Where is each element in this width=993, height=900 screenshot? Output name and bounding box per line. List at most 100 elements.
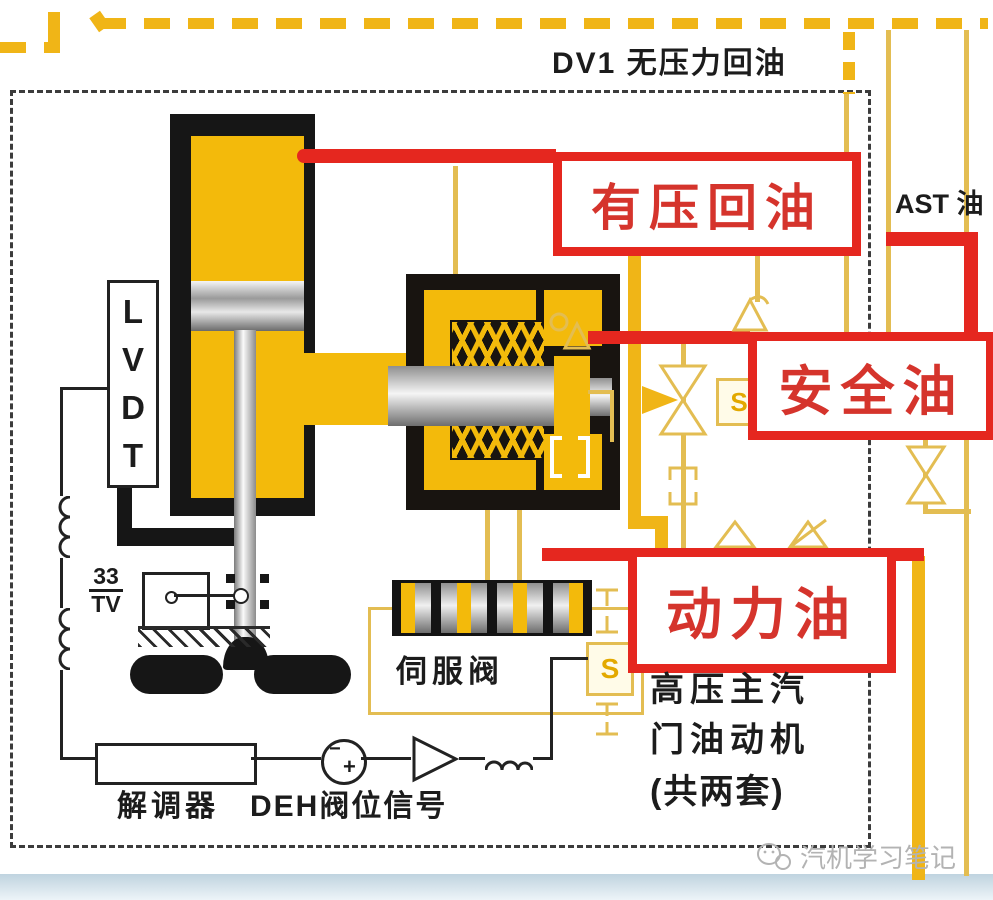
pilot-passage [424, 460, 536, 490]
coil-icon [58, 608, 71, 670]
safety-oil-label-box: 安全油 [748, 332, 993, 440]
limit-switch-number: 33 [89, 564, 123, 592]
lvdt-sensor: L V D T [107, 280, 159, 488]
demodulator-label: 解调器 [117, 790, 219, 823]
limit-switch-link [174, 594, 236, 597]
ast-oil-line-h [886, 232, 978, 246]
pilot-spool-stub [590, 378, 612, 416]
demodulator-box [95, 743, 257, 785]
pilot-passage [424, 290, 536, 320]
ast-oil-label: AST 油 [895, 189, 984, 219]
ground-hatch [138, 626, 270, 647]
pressurized-return-label-box: 有压回油 [553, 152, 861, 256]
check-valve-icon [549, 312, 592, 350]
summing-minus: − [329, 738, 341, 760]
actuator-note-line2: 门油动机 [650, 721, 810, 759]
watermark: 汽机学习笔记 [756, 838, 956, 875]
servo-solenoid-box: S [586, 642, 634, 696]
lvdt-wire-bottom [60, 757, 98, 760]
pilot-spool [388, 366, 560, 426]
limit-switch-pivot [165, 591, 178, 604]
actuator-note-line3: (共两套) [650, 773, 785, 811]
lvdt-letter: L [122, 293, 144, 330]
relief-valve-icon-2 [787, 518, 829, 549]
pilot-spool-cap [554, 356, 590, 436]
pilot-out-pipe-v [610, 390, 614, 442]
dv1-pipe-drop [843, 32, 855, 94]
summing-junction [321, 739, 367, 785]
piston [191, 281, 304, 331]
power-oil-drop-pipe [912, 556, 925, 880]
coil-icon [58, 496, 71, 558]
enclosure-border [10, 90, 871, 848]
signal-wire-2 [361, 757, 411, 760]
valve-lever-right [254, 655, 351, 694]
rod-tab [260, 600, 269, 609]
rod-tab [260, 574, 269, 583]
rod-tab [226, 574, 235, 583]
pressurized-return-label: 有压回油 [591, 180, 823, 236]
right-edge-pipe [964, 30, 969, 876]
wechat-icon [757, 842, 791, 870]
return-drop-pipe [628, 238, 641, 528]
actuator-note-line1: 高压主汽 [650, 671, 810, 709]
servo-orifice-top-icon [596, 588, 618, 634]
servo-valve-label: 伺服阀 [396, 654, 504, 689]
return-drop-elbow-v [655, 516, 668, 556]
safety-oil-label: 安全油 [778, 361, 965, 422]
shutoff-valve-icon [905, 445, 947, 505]
ast-oil-line-v [964, 240, 978, 336]
dv1-return-pipe [100, 18, 988, 29]
valve-lever-left [130, 655, 223, 694]
pressurized-return-line [297, 149, 556, 163]
solenoid-letter: S [730, 386, 748, 417]
pilot-to-servo-pipe-1 [485, 508, 490, 588]
safety-oil-line [588, 331, 750, 344]
servo-valve-spool [392, 580, 592, 636]
lvdt-letter: T [122, 437, 144, 474]
watermark-text: 汽机学习笔记 [800, 843, 957, 873]
relief-valve-icon [731, 295, 770, 332]
limit-switch-name: TV [91, 591, 121, 617]
servo-coil-wire-h [550, 657, 588, 660]
three-way-valve-icon [642, 364, 708, 436]
signal-wire-1 [251, 757, 321, 760]
piston-rod [234, 330, 256, 648]
dv1-pipe-left-elbow [48, 12, 60, 53]
lvdt-core-link-v [117, 482, 132, 532]
signal-wire-3 [459, 757, 485, 760]
right-pipe-b [886, 30, 891, 334]
servo-orifice-bottom-icon [596, 702, 618, 736]
limit-switch-tag: 33 TV [84, 564, 128, 617]
lvdt-letter: V [121, 341, 144, 378]
lvdt-wire-v3 [60, 670, 63, 760]
valve-triangle-icon [712, 519, 758, 549]
amplifier-icon [412, 735, 459, 783]
lvdt-letter: D [121, 389, 145, 426]
relief-feed-pipe [755, 238, 760, 302]
orifice-icon-yellow [668, 466, 698, 506]
power-oil-label-box: 动力油 [628, 548, 896, 673]
rod-tab [226, 600, 235, 609]
dv1-pipe-left-stub [0, 42, 52, 53]
lvdt-core-link-h [117, 528, 239, 546]
coil-icon-horizontal [485, 760, 533, 771]
servo-coil-wire-v [550, 659, 553, 760]
dv1-return-label: DV1 无压力回油 [552, 47, 787, 80]
signal-wire-4 [533, 757, 553, 760]
safety-valve-elbow-pipe [923, 509, 971, 514]
safety-drop-pipe [681, 344, 686, 550]
pilot-feed-pipe [453, 166, 458, 276]
rod-pivot [233, 588, 249, 604]
power-oil-label: 动力油 [666, 583, 858, 646]
pilot-to-servo-pipe-2 [517, 508, 522, 588]
orifice-icon [550, 436, 590, 478]
bottom-strip [0, 874, 993, 900]
solenoid-letter: S [600, 653, 620, 684]
lvdt-wire-v2 [60, 558, 63, 608]
deh-signal-label: DEH阀位信号 [250, 790, 448, 823]
pilot-out-pipe-h [588, 390, 614, 394]
lvdt-wire-h [62, 387, 107, 390]
summing-plus: + [343, 754, 356, 779]
